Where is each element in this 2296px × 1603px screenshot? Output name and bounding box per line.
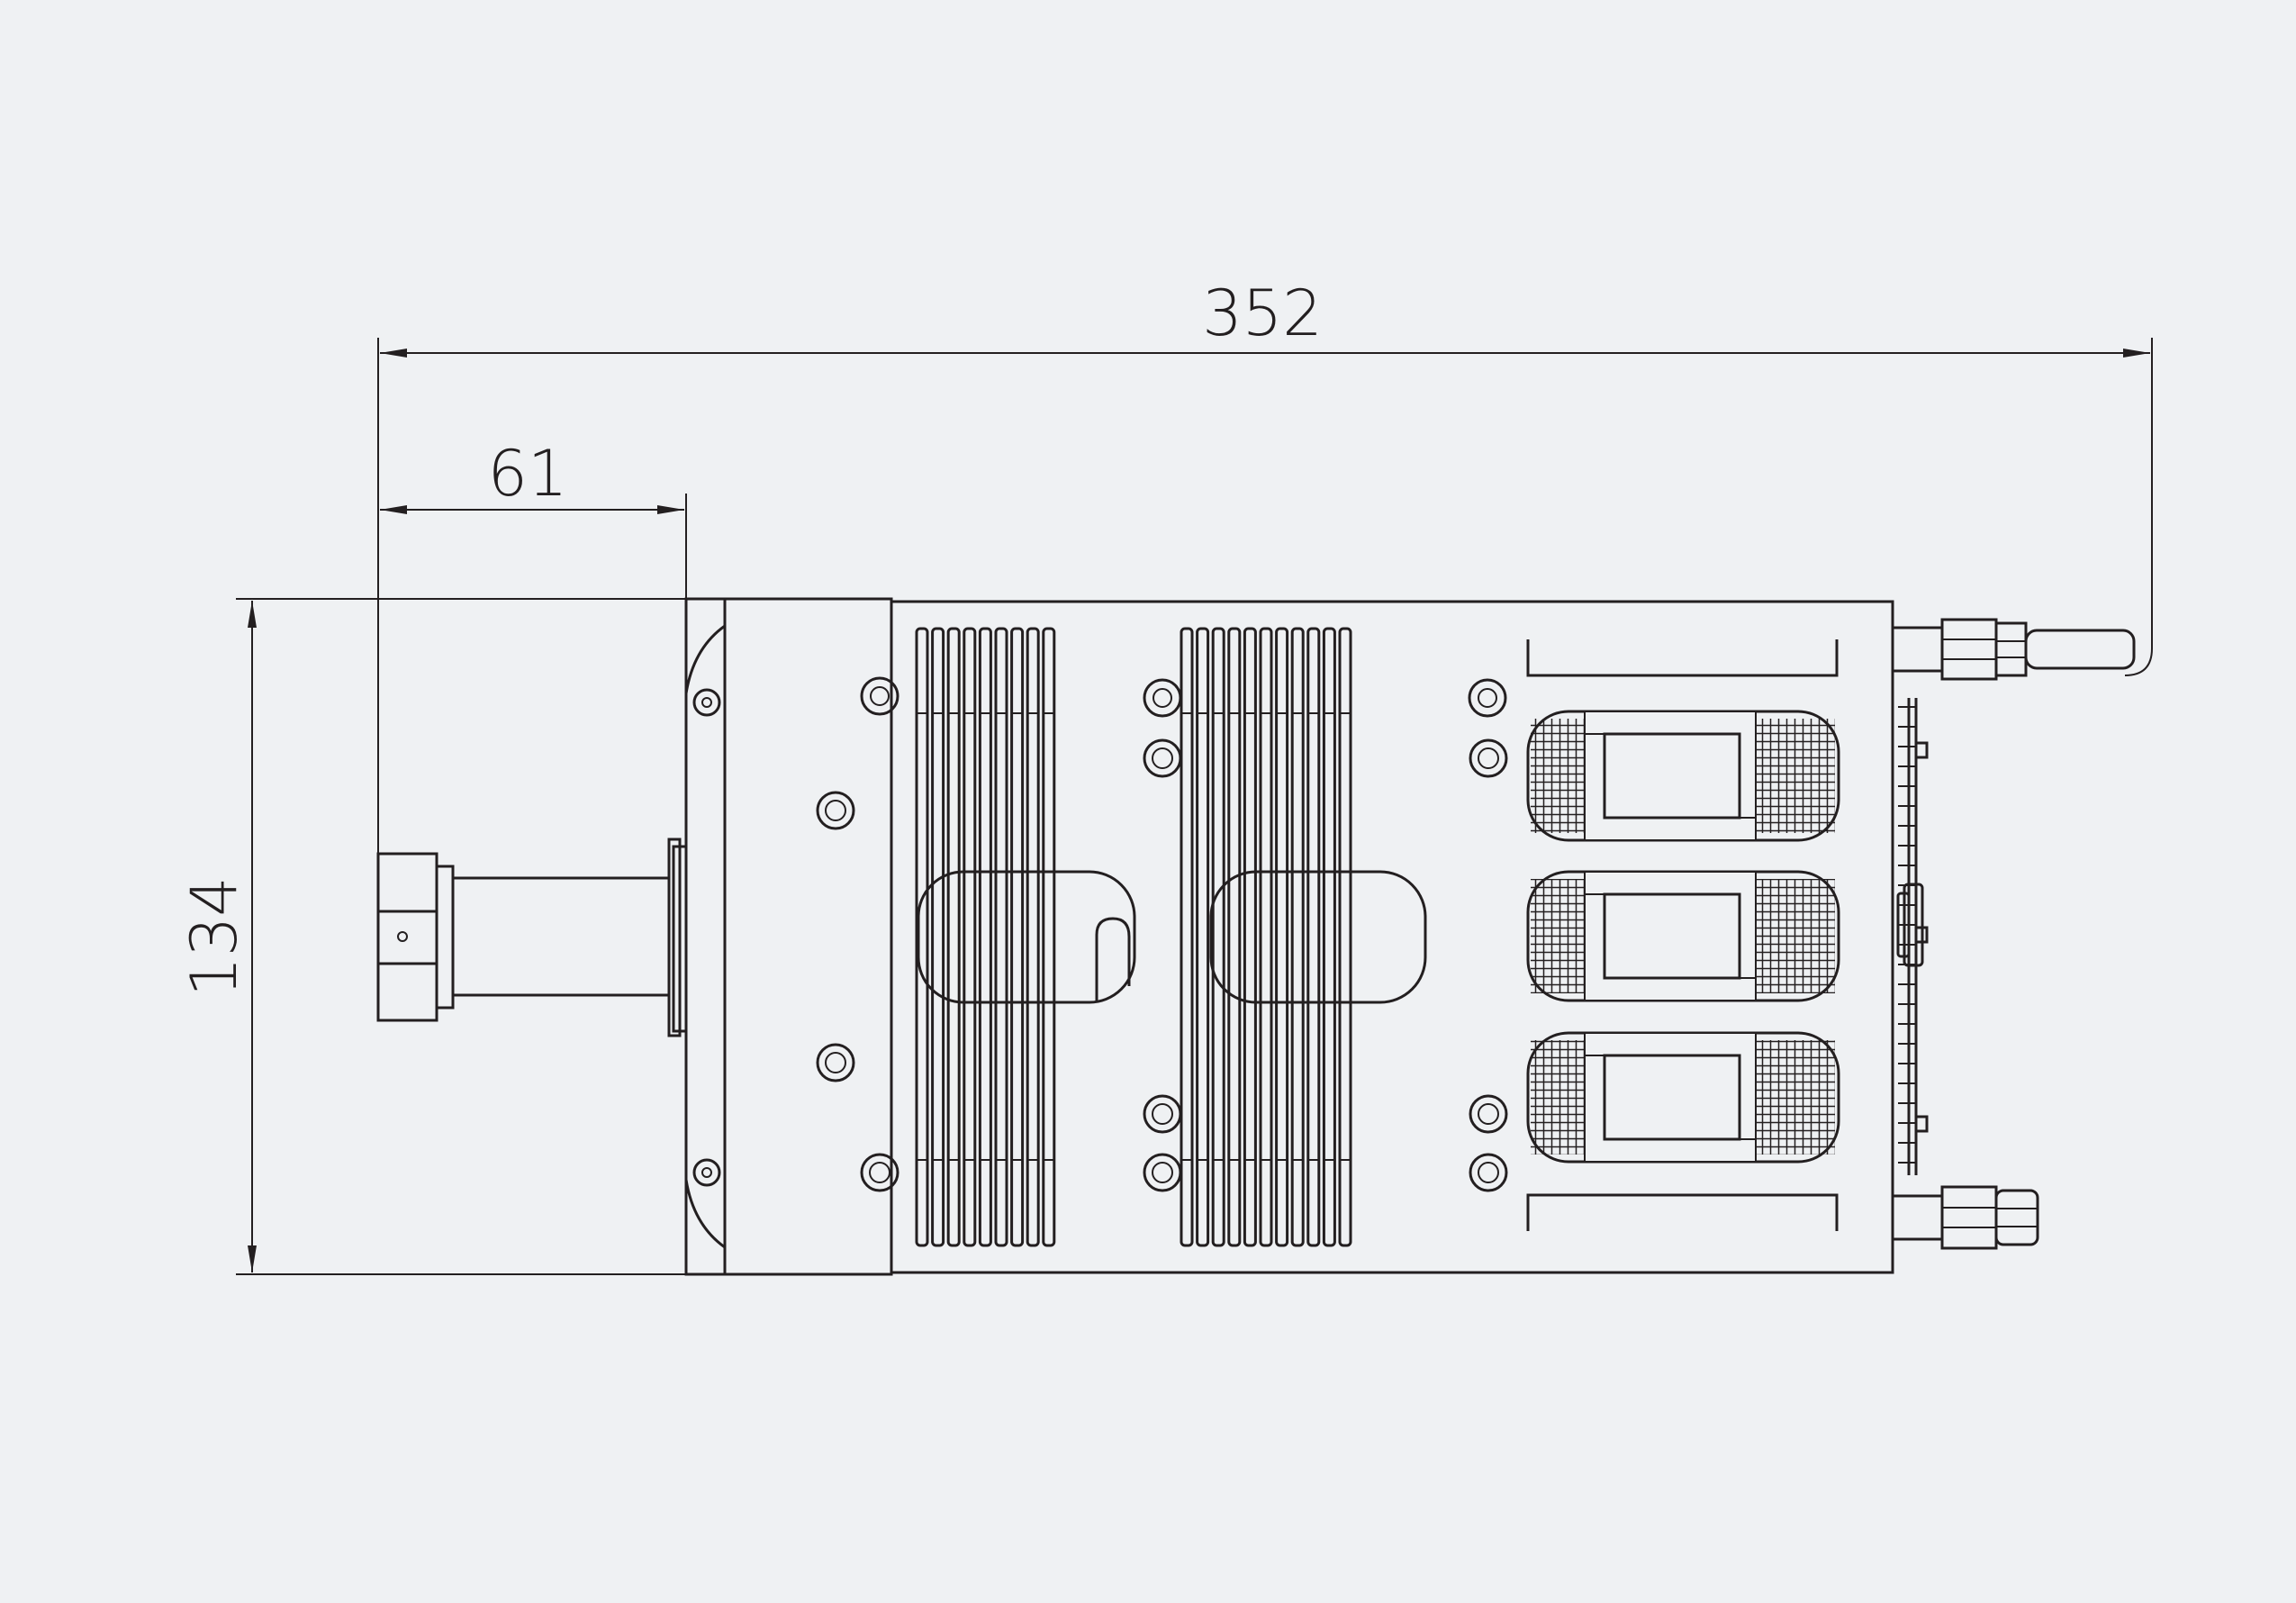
heatsink-fin bbox=[1026, 627, 1040, 1247]
vent-brackets bbox=[1526, 639, 1839, 1231]
screw-icon bbox=[692, 1158, 721, 1187]
dimension-height: 134 bbox=[177, 598, 891, 1275]
dimension-total-length: 352 bbox=[377, 276, 2153, 865]
heatsink-fin bbox=[1042, 627, 1056, 1247]
heatsink-fin bbox=[1243, 627, 1257, 1247]
heatsink-fin bbox=[931, 627, 945, 1247]
torx-screw-icon bbox=[860, 676, 899, 716]
vent-module bbox=[1526, 1031, 1840, 1164]
heatsink-fin bbox=[946, 627, 961, 1247]
heatsink-fins-left bbox=[915, 627, 1056, 1247]
heatsink-fin bbox=[1322, 627, 1336, 1247]
bottom-fitting bbox=[1891, 1185, 2039, 1250]
heatsink-fin bbox=[994, 627, 1008, 1247]
handle-right bbox=[1209, 870, 1427, 1004]
heatsink-fin bbox=[1227, 627, 1242, 1247]
vent-modules bbox=[1526, 710, 1840, 1164]
heatsink-fin bbox=[1290, 627, 1305, 1247]
shaft-connector bbox=[376, 838, 688, 1037]
dimension-flange-offset-label: 61 bbox=[487, 437, 567, 511]
heatsink-fin bbox=[1338, 627, 1352, 1247]
vent-module bbox=[1526, 710, 1840, 842]
mounting-hole-icon bbox=[816, 1043, 855, 1082]
mounting-hole-icon bbox=[1469, 1094, 1508, 1134]
mounting-hole-icon bbox=[1143, 1153, 1182, 1192]
mounting-hole-icon bbox=[1469, 1153, 1508, 1192]
heatsink-fin bbox=[1275, 627, 1289, 1247]
torx-screw-icon bbox=[1468, 678, 1507, 718]
side-terminal-strip bbox=[1896, 698, 1929, 1175]
dimension-height-label: 134 bbox=[177, 876, 251, 997]
mounting-hole-icon bbox=[1143, 738, 1182, 778]
heatsink-fin bbox=[915, 627, 929, 1247]
heatsink-fin bbox=[1010, 627, 1025, 1247]
heatsink-fin bbox=[1306, 627, 1321, 1247]
heatsink-fin bbox=[1196, 627, 1210, 1247]
heatsink-fin bbox=[1259, 627, 1273, 1247]
heatsink-fin bbox=[963, 627, 977, 1247]
mounting-hole-icon bbox=[1469, 738, 1508, 778]
mounting-hole-icon bbox=[816, 791, 855, 830]
top-fitting bbox=[1891, 618, 2136, 681]
screw-icon bbox=[692, 688, 721, 717]
screws bbox=[816, 676, 1508, 1192]
dimension-total-length-label: 352 bbox=[1202, 276, 1323, 350]
dimension-flange-offset: 61 bbox=[380, 437, 687, 599]
heatsink-fin bbox=[1180, 627, 1194, 1247]
torx-screw-icon bbox=[1143, 678, 1182, 718]
handle-left bbox=[917, 870, 1136, 1004]
heatsink-fin bbox=[1211, 627, 1225, 1247]
heatsink-fin bbox=[978, 627, 992, 1247]
heatsink-fins-right bbox=[1180, 627, 1352, 1247]
mounting-hole-icon bbox=[1143, 1094, 1182, 1134]
vent-module bbox=[1526, 870, 1840, 1002]
mounting-hole-icon bbox=[860, 1153, 899, 1192]
